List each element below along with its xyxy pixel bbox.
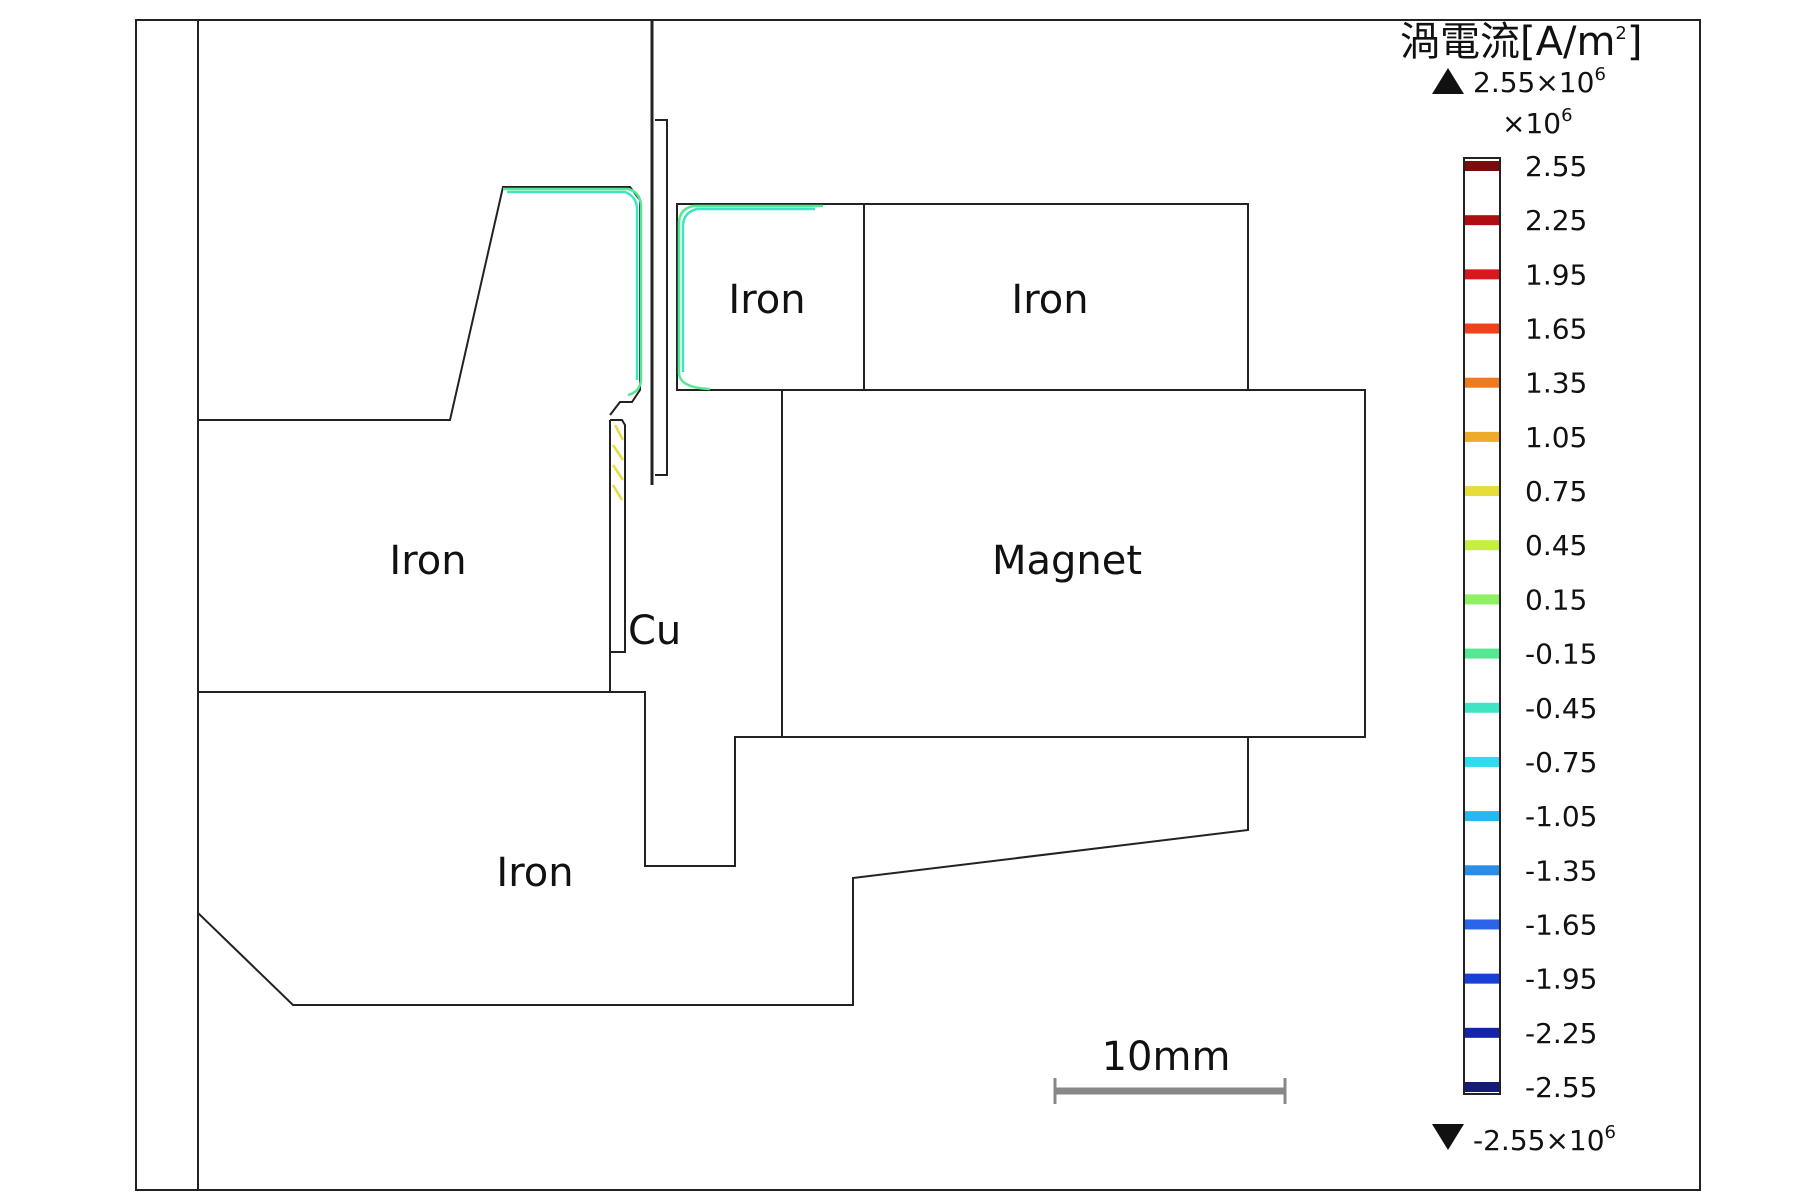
- legend-multiplier: ×106: [1502, 105, 1573, 140]
- color-legend: 渦電流[A/m2] 2.55×106 ×106 2.55 2.25 1.95 1.65…: [1400, 19, 1642, 1157]
- plate-rect: [655, 119, 668, 476]
- eddy-current-contours: [503, 187, 823, 501]
- scale-bar-label: 10mm: [1102, 1034, 1231, 1080]
- legend-tick-label: 1.95: [1525, 258, 1587, 291]
- label-iron-bottom: Iron: [496, 850, 573, 896]
- legend-tick-label: -0.45: [1525, 692, 1597, 725]
- legend-swatch: [1465, 919, 1499, 930]
- legend-tick-label: -2.55: [1525, 1071, 1597, 1104]
- legend-tick-label: -1.95: [1525, 963, 1597, 996]
- legend-tick-label: -2.25: [1525, 1017, 1597, 1050]
- label-iron-mid-left: Iron: [389, 538, 466, 584]
- legend-swatch: [1465, 1082, 1499, 1092]
- geometry: [197, 20, 1366, 1006]
- label-magnet: Magnet: [992, 538, 1142, 584]
- legend-swatch: [1465, 486, 1499, 497]
- legend-tick-label: 0.75: [1525, 475, 1587, 508]
- legend-swatch: [1465, 1027, 1499, 1038]
- legend-tick-label: 1.65: [1525, 313, 1587, 346]
- legend-tick-label: 0.45: [1525, 529, 1587, 562]
- legend-tick-label: 2.55: [1525, 150, 1587, 183]
- contour-right-cyan: [681, 207, 815, 372]
- contour-right-green: [677, 204, 823, 391]
- legend-tick-label: 2.25: [1525, 204, 1587, 237]
- legend-tick-label: 1.05: [1525, 421, 1587, 454]
- legend-swatch: [1465, 161, 1499, 171]
- legend-tick-label: -1.05: [1525, 800, 1597, 833]
- legend-swatch: [1465, 594, 1499, 605]
- legend-title: 渦電流[A/m2]: [1400, 19, 1642, 65]
- iron-bottom-outline: [198, 691, 782, 867]
- legend-swatch: [1465, 702, 1499, 713]
- legend-min-label: -2.55×106: [1473, 1122, 1616, 1157]
- legend-swatch: [1465, 811, 1499, 822]
- min-triangle-icon: [1432, 1124, 1464, 1150]
- legend-ticks: 2.55 2.25 1.95 1.65 1.35 1.05 0.75 0.45 0.15 -0.1…: [1525, 150, 1597, 1104]
- copper-outline: [610, 419, 626, 653]
- legend-swatch: [1465, 865, 1499, 876]
- legend-swatches: [1465, 161, 1499, 1092]
- legend-swatch: [1465, 540, 1499, 551]
- legend-tick-label: 0.15: [1525, 583, 1587, 616]
- legend-max-label: 2.55×106: [1473, 64, 1606, 99]
- scale-bar: [1053, 1078, 1287, 1104]
- legend-swatch: [1465, 323, 1499, 334]
- label-iron-top-right-b: Iron: [1011, 277, 1088, 323]
- iron-bottom-outline-2: [197, 692, 1249, 1006]
- max-triangle-icon: [1432, 68, 1464, 94]
- legend-tick-label: -1.35: [1525, 854, 1597, 887]
- label-copper: Cu: [628, 608, 681, 654]
- contour-left-green: [503, 187, 643, 397]
- legend-swatch: [1465, 215, 1499, 226]
- legend-swatch: [1465, 648, 1499, 659]
- magnet-outline: [781, 389, 1366, 738]
- legend-swatch: [1465, 377, 1499, 388]
- legend-tick-label: -0.75: [1525, 746, 1597, 779]
- legend-tick-label: 1.35: [1525, 367, 1587, 400]
- contour-left-cyan: [507, 190, 639, 380]
- legend-tick-label: -1.65: [1525, 908, 1597, 941]
- label-iron-top-right-a: Iron: [728, 277, 805, 323]
- legend-swatch: [1465, 756, 1499, 767]
- plot-frame: [135, 19, 1701, 1191]
- legend-swatch: [1465, 269, 1499, 280]
- legend-swatch: [1465, 431, 1499, 442]
- legend-swatch: [1465, 973, 1499, 984]
- legend-tick-label: -0.15: [1525, 638, 1597, 671]
- contour-cu-yellow: [611, 424, 625, 501]
- legend-colorbar: [1463, 157, 1501, 1095]
